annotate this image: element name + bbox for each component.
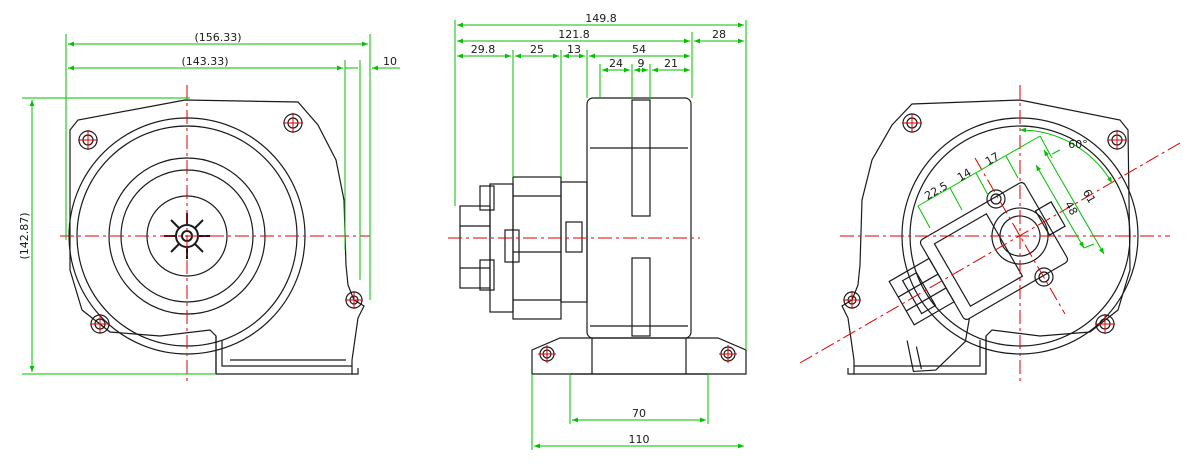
dim-side-seg-7: 21 xyxy=(664,57,678,70)
dim-front-width: (143.33) xyxy=(181,55,228,68)
dim-rear-61: 61 xyxy=(1080,187,1098,206)
side-base-holes xyxy=(539,346,736,362)
front-housing-outline xyxy=(68,99,365,375)
front-view: (156.33) (143.33) 10 (142.87) xyxy=(18,31,400,385)
dim-side-seg-2: 25 xyxy=(530,43,544,56)
dim-side-length-b: 28 xyxy=(712,28,726,41)
side-view: 149.8 121.8 28 29.8 25 13 54 24 9 21 70 … xyxy=(448,12,747,450)
dim-front-overall-width: (156.33) xyxy=(194,31,241,44)
rear-dimensions xyxy=(917,127,1113,255)
dim-rear-14: 14 xyxy=(955,166,974,184)
dim-side-length-a: 121.8 xyxy=(558,28,590,41)
side-dimensions xyxy=(454,20,747,450)
front-hole-centermarks xyxy=(78,113,363,334)
dim-front-side-offset: 10 xyxy=(383,55,397,68)
dim-side-seg-5: 24 xyxy=(609,57,623,70)
rear-centerlines xyxy=(799,85,1181,385)
rear-view: 22.5 14 17 61 48 60° xyxy=(799,85,1181,385)
rear-housing-outline xyxy=(841,99,1139,375)
front-mount-holes xyxy=(78,113,363,334)
dim-side-total-length: 149.8 xyxy=(585,12,617,25)
dim-front-height: (142.87) xyxy=(18,212,31,259)
dim-side-seg-3: 13 xyxy=(567,43,581,56)
front-centerlines xyxy=(60,85,370,385)
side-body-outline xyxy=(459,97,747,375)
front-dimensions xyxy=(22,34,400,375)
dim-side-seg-6: 9 xyxy=(638,57,645,70)
dim-side-base-inner: 70 xyxy=(632,407,646,420)
dim-side-base-outer: 110 xyxy=(629,433,650,446)
dim-side-seg-1: 29.8 xyxy=(471,43,496,56)
dim-rear-48: 48 xyxy=(1062,199,1080,218)
side-hole-centermarks xyxy=(538,345,737,363)
dim-rear-17: 17 xyxy=(983,150,1002,168)
dim-rear-angle: 60° xyxy=(1068,138,1088,151)
dim-rear-22-5: 22.5 xyxy=(922,179,950,203)
dim-side-seg-4: 54 xyxy=(632,43,646,56)
